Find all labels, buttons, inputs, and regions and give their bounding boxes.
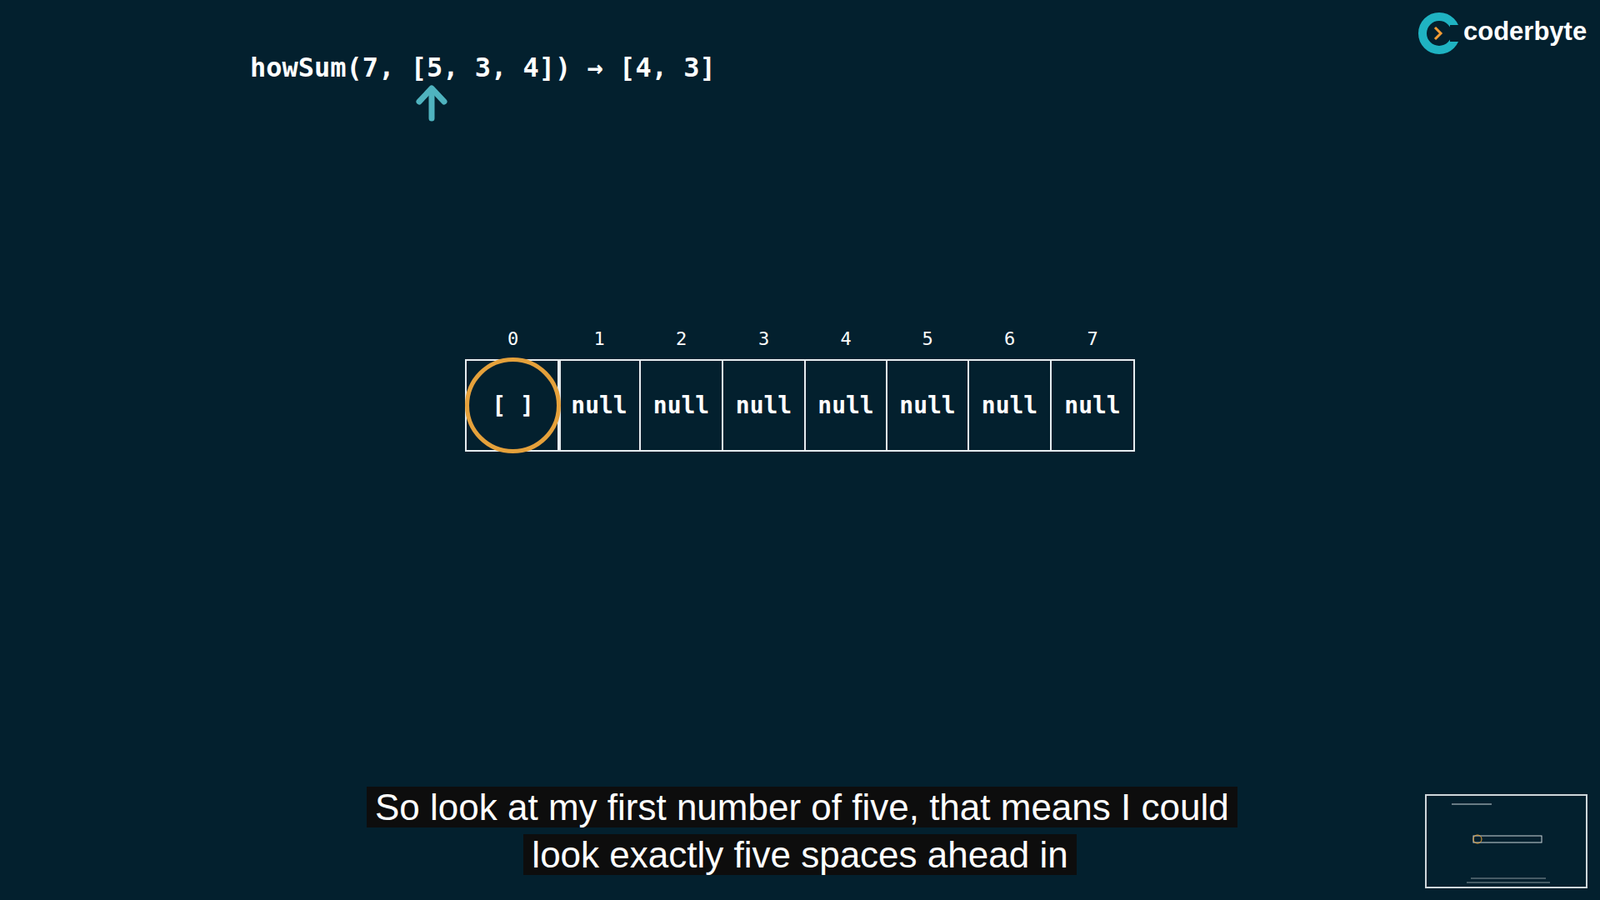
array-cell: null — [967, 359, 1052, 452]
cell-value: null — [570, 391, 627, 420]
highlight-circle — [467, 360, 560, 452]
index-number: 1 — [582, 328, 616, 350]
subtitle-caption: So look at my first number of five, that… — [366, 783, 1234, 879]
cell-value: null — [981, 391, 1038, 420]
logo-icon — [1422, 16, 1462, 50]
index-number: 6 — [993, 328, 1027, 350]
index-number: 4 — [829, 328, 863, 350]
array-cell: [ ] — [465, 359, 561, 452]
cell-value: [ ] — [491, 391, 535, 420]
cell-value: null — [817, 391, 874, 420]
index-number: 0 — [496, 328, 530, 350]
brand-logo-text: coderbyte — [1463, 16, 1587, 47]
array-cell: null — [639, 359, 724, 452]
array-cell: null — [885, 359, 970, 452]
index-number: 7 — [1075, 328, 1110, 350]
title-text: howSum(7, [5, 3, 4]) → [4, 3] — [250, 51, 716, 84]
index-number: 5 — [910, 328, 945, 350]
array-cell: null — [804, 359, 888, 452]
index-number: 2 — [665, 328, 699, 350]
index-number: 3 — [747, 328, 781, 350]
subtitle-text: So look at my first number of five, that… — [366, 786, 1238, 875]
array-cell: null — [721, 359, 806, 452]
cell-value: null — [735, 391, 792, 420]
cell-value: null — [653, 391, 710, 420]
cell-value: null — [899, 391, 955, 420]
array-cell: null — [1050, 359, 1135, 452]
cell-value: null — [1064, 391, 1120, 420]
pointer-arrow — [419, 88, 445, 119]
array-cell: null — [557, 359, 641, 452]
thumbnail-preview — [1425, 795, 1587, 888]
